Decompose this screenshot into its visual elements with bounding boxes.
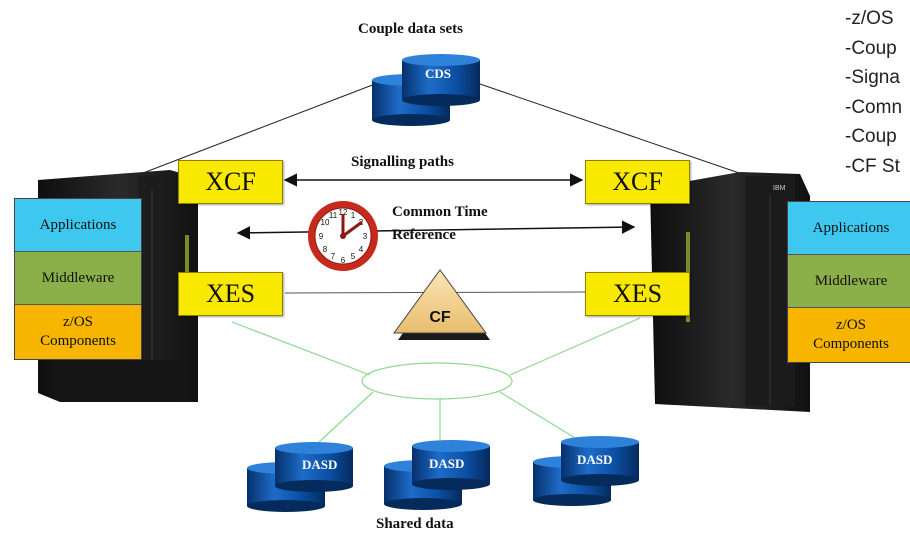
left-middleware: Middleware [15,252,141,305]
dasd-left-label: DASD [302,457,338,472]
dasd-center-label: DASD [429,456,465,471]
cds-link-right [479,83,746,176]
ibm-logo: IBM [773,185,786,192]
dasd-center [384,440,490,510]
xes-left: XES [178,272,283,316]
svg-text:11: 11 [329,211,338,220]
svg-text:8: 8 [323,245,328,254]
svg-text:3: 3 [363,232,368,241]
right-middleware: Middleware [788,255,910,308]
svg-text:7: 7 [331,252,336,261]
cds-title: Couple data sets [358,21,464,37]
cds-disk-label: CDS [425,66,452,81]
signalling-label: Signalling paths [351,154,454,170]
right-server: IBM [650,172,810,412]
agenda-item: -Coup [845,126,897,147]
xcf-right: XCF [585,160,690,204]
xes-right: XES [585,272,690,316]
xcf-left: XCF [178,160,283,204]
right-zos-text: z/OS Components [813,317,889,352]
time-label-line1: Common Time [392,204,488,220]
agenda-item: -CF St [845,155,900,177]
clock-icon: 12 1 2 3 4 5 6 7 8 9 10 11 [308,201,378,271]
time-label-line2: Reference [392,227,456,243]
left-applications: Applications [15,199,141,252]
dasd-left [247,442,353,512]
right-software-stack: Applications Middleware z/OS Components [787,201,910,363]
svg-text:4: 4 [359,245,364,254]
shared-data-label: Shared data [376,516,454,532]
svg-text:1: 1 [351,211,356,220]
agenda-item: -Coup [845,37,897,59]
cf-icon: CF [393,269,490,340]
svg-text:5: 5 [351,252,356,261]
time-arrow [236,220,636,240]
svg-text:6: 6 [341,256,346,265]
dasd-right [533,436,639,506]
dasd-right-label: DASD [577,452,613,467]
right-applications: Applications [788,202,910,255]
cds-link-left [129,83,376,179]
svg-text:12: 12 [339,208,348,217]
agenda-list: -z/OS -Coup -Signa -Comn -Coup -CF St [845,4,902,181]
left-software-stack: Applications Middleware z/OS Components [14,198,142,360]
cf-label: CF [429,309,451,326]
agenda-item: -Comn [845,96,903,118]
svg-text:10: 10 [321,218,330,227]
right-zos-components: z/OS Components [788,308,910,362]
left-zos-text: z/OS Components [40,314,116,349]
svg-text:9: 9 [319,232,324,241]
agenda-item: -z/OS [845,8,894,29]
left-zos-components: z/OS Components [15,305,141,359]
cds-cylinders [372,54,480,126]
agenda-item: -Signa [845,67,900,88]
